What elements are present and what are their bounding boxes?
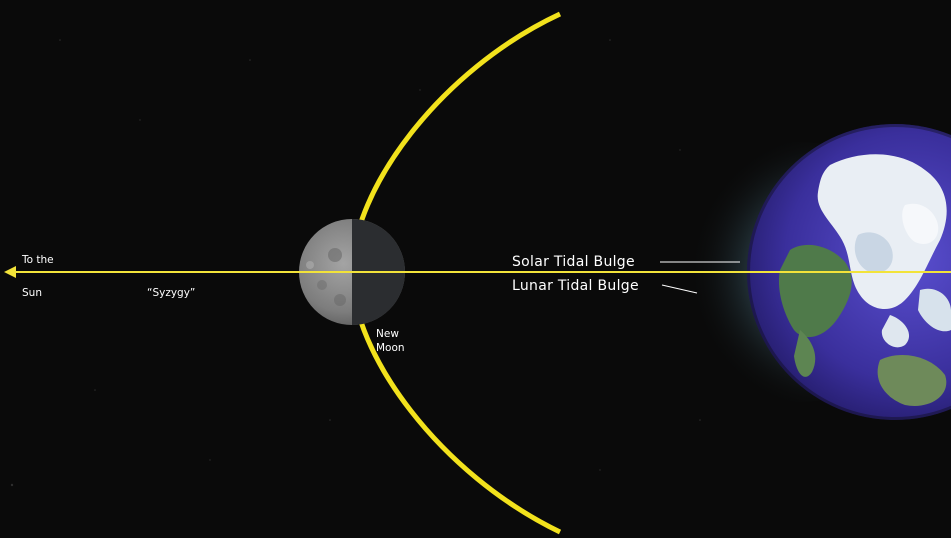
sun-label: Sun xyxy=(22,287,42,299)
to-the-label: To the xyxy=(21,254,54,266)
syzygy-label: “Syzygy” xyxy=(147,287,195,299)
star-field xyxy=(10,39,701,487)
moon-label: Moon xyxy=(376,342,405,354)
lunar-tidal-bulge-label: Lunar Tidal Bulge xyxy=(512,278,639,294)
sun-direction-arrow xyxy=(4,266,951,278)
lunar-bulge-leader xyxy=(661,284,698,294)
new-label: New xyxy=(376,328,399,340)
solar-tidal-bulge-label: Solar Tidal Bulge xyxy=(512,254,635,270)
